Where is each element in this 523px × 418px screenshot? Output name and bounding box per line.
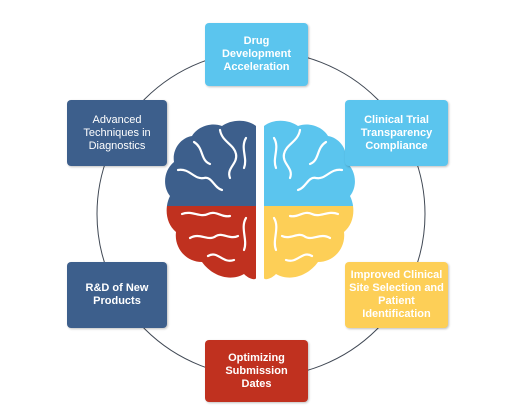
node-label: Advanced Techniques in Diagnostics bbox=[83, 113, 151, 152]
brain-folds bbox=[176, 128, 344, 262]
node-label: Drug Development Acceleration bbox=[221, 35, 292, 73]
node-optimizing-submission: Optimizing Submission Dates bbox=[205, 340, 308, 402]
node-rnd-new-products: R&D of New Products bbox=[67, 262, 167, 328]
brain-icon bbox=[165, 120, 355, 280]
node-advanced-diagnostics: Advanced Techniques in Diagnostics bbox=[67, 100, 167, 166]
node-label: Clinical Trial Transparency Compliance bbox=[360, 113, 433, 152]
node-label: R&D of New Products bbox=[85, 282, 149, 307]
node-clinical-trial-transparency: Clinical Trial Transparency Compliance bbox=[345, 100, 448, 166]
node-improved-clinical-site: Improved Clinical Site Selection and Pat… bbox=[345, 262, 448, 328]
node-label: Optimizing Submission Dates bbox=[225, 351, 288, 390]
node-drug-development: Drug Development Acceleration bbox=[205, 23, 308, 86]
node-label: Improved Clinical Site Selection and Pat… bbox=[349, 269, 444, 320]
